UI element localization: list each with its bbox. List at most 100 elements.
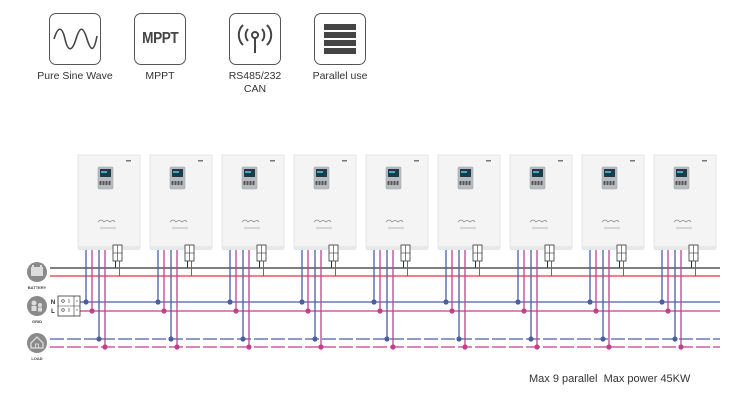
load-label: LOAD — [31, 356, 42, 361]
junction-dot — [515, 299, 521, 305]
feature-mppt: MPPT MPPT — [115, 13, 205, 83]
junction-dot — [593, 308, 599, 314]
parallel-stack-icon — [314, 13, 366, 65]
junction-dot — [443, 299, 449, 305]
junction-dot — [456, 336, 462, 342]
panel-button — [387, 181, 390, 185]
inverter-unit — [149, 154, 213, 350]
panel-button — [99, 181, 102, 185]
grid-label: GRID — [32, 319, 42, 324]
lcd-reading — [461, 171, 467, 173]
junction-dot — [384, 336, 390, 342]
junction-dot — [155, 299, 161, 305]
battery-glyph — [31, 267, 43, 276]
inverter-base — [294, 246, 356, 250]
inverter-logo — [601, 219, 620, 223]
brand-mark — [630, 160, 635, 162]
inverter-logo — [673, 219, 692, 223]
battery-source: BATTERY — [27, 262, 47, 290]
lcd-reading — [173, 171, 179, 173]
junction-dot — [305, 308, 311, 314]
junction-dot — [462, 344, 468, 350]
junction-dot — [390, 344, 396, 350]
panel-button — [249, 181, 252, 185]
junction-dot — [528, 336, 534, 342]
grid-terminal-l: L — [51, 309, 55, 315]
junction-dot — [587, 299, 593, 305]
inverter-logo — [241, 219, 260, 223]
inverter-logo — [529, 219, 548, 223]
grid-breaker: NL — [51, 295, 81, 317]
person-body — [31, 306, 37, 311]
inverter-base — [654, 246, 716, 250]
brand-mark — [198, 160, 203, 162]
junction-dot — [318, 344, 324, 350]
inverter-base — [510, 246, 572, 250]
inverter-unit — [293, 154, 357, 350]
junction-dot — [672, 336, 678, 342]
inverter-unit — [653, 154, 717, 350]
panel-button — [612, 181, 615, 185]
inverter-unit — [437, 154, 501, 350]
feature-label-line2: CAN — [243, 83, 267, 95]
load-icon — [27, 333, 47, 353]
grid-source: GRID — [27, 296, 47, 324]
junction-dot — [377, 308, 383, 314]
inverter-base — [78, 246, 140, 250]
lcd-reading — [317, 171, 323, 173]
panel-button — [681, 181, 684, 185]
battery-label: BATTERY — [28, 285, 47, 290]
feature-label-line1: RS485/232 — [228, 70, 282, 82]
house-glyph — [30, 336, 44, 349]
lcd-reading — [101, 171, 107, 173]
inverter-unit — [221, 154, 285, 350]
panel-button — [459, 181, 462, 185]
inverter-unit — [581, 154, 645, 350]
inverter-base — [438, 246, 500, 250]
panel-button — [678, 181, 681, 185]
panel-button — [102, 181, 105, 185]
brand-mark — [702, 160, 707, 162]
person-head — [38, 303, 42, 307]
feature-label: Parallel use — [312, 70, 368, 82]
panel-button — [324, 181, 327, 185]
panel-button — [675, 181, 678, 185]
lcd-reading — [389, 171, 395, 173]
junction-dot — [665, 308, 671, 314]
feature-label: Pure Sine Wave — [37, 70, 113, 82]
battery-terminal — [40, 265, 42, 267]
grid-icon — [27, 296, 47, 316]
panel-button — [603, 181, 606, 185]
panel-button — [321, 181, 324, 185]
panel-button — [246, 181, 249, 185]
inverter-unit — [77, 154, 141, 350]
junction-dot — [299, 299, 305, 305]
inverter-unit — [365, 154, 429, 350]
panel-button — [108, 181, 111, 185]
junction-dot — [371, 299, 377, 305]
house-door — [35, 343, 39, 349]
junction-dot — [606, 344, 612, 350]
panel-button — [177, 181, 180, 185]
panel-button — [462, 181, 465, 185]
junction-dot — [174, 344, 180, 350]
panel-button — [243, 181, 246, 185]
junction-dot — [534, 344, 540, 350]
junction-dot — [312, 336, 318, 342]
junction-dot — [246, 344, 252, 350]
brand-mark — [414, 160, 419, 162]
panel-button — [105, 181, 108, 185]
person-head — [31, 300, 37, 306]
person-body — [38, 307, 42, 312]
mppt-glyph: MPPT — [141, 30, 179, 47]
inverter-logo — [97, 219, 116, 223]
panel-button — [537, 181, 540, 185]
footer-caption: Max 9 parallel Max power 45KW — [529, 373, 691, 385]
junction-dot — [161, 308, 167, 314]
junction-dot — [168, 336, 174, 342]
panel-button — [315, 181, 318, 185]
junction-dot — [233, 308, 239, 314]
panel-button — [465, 181, 468, 185]
battery-terminal — [32, 265, 34, 267]
